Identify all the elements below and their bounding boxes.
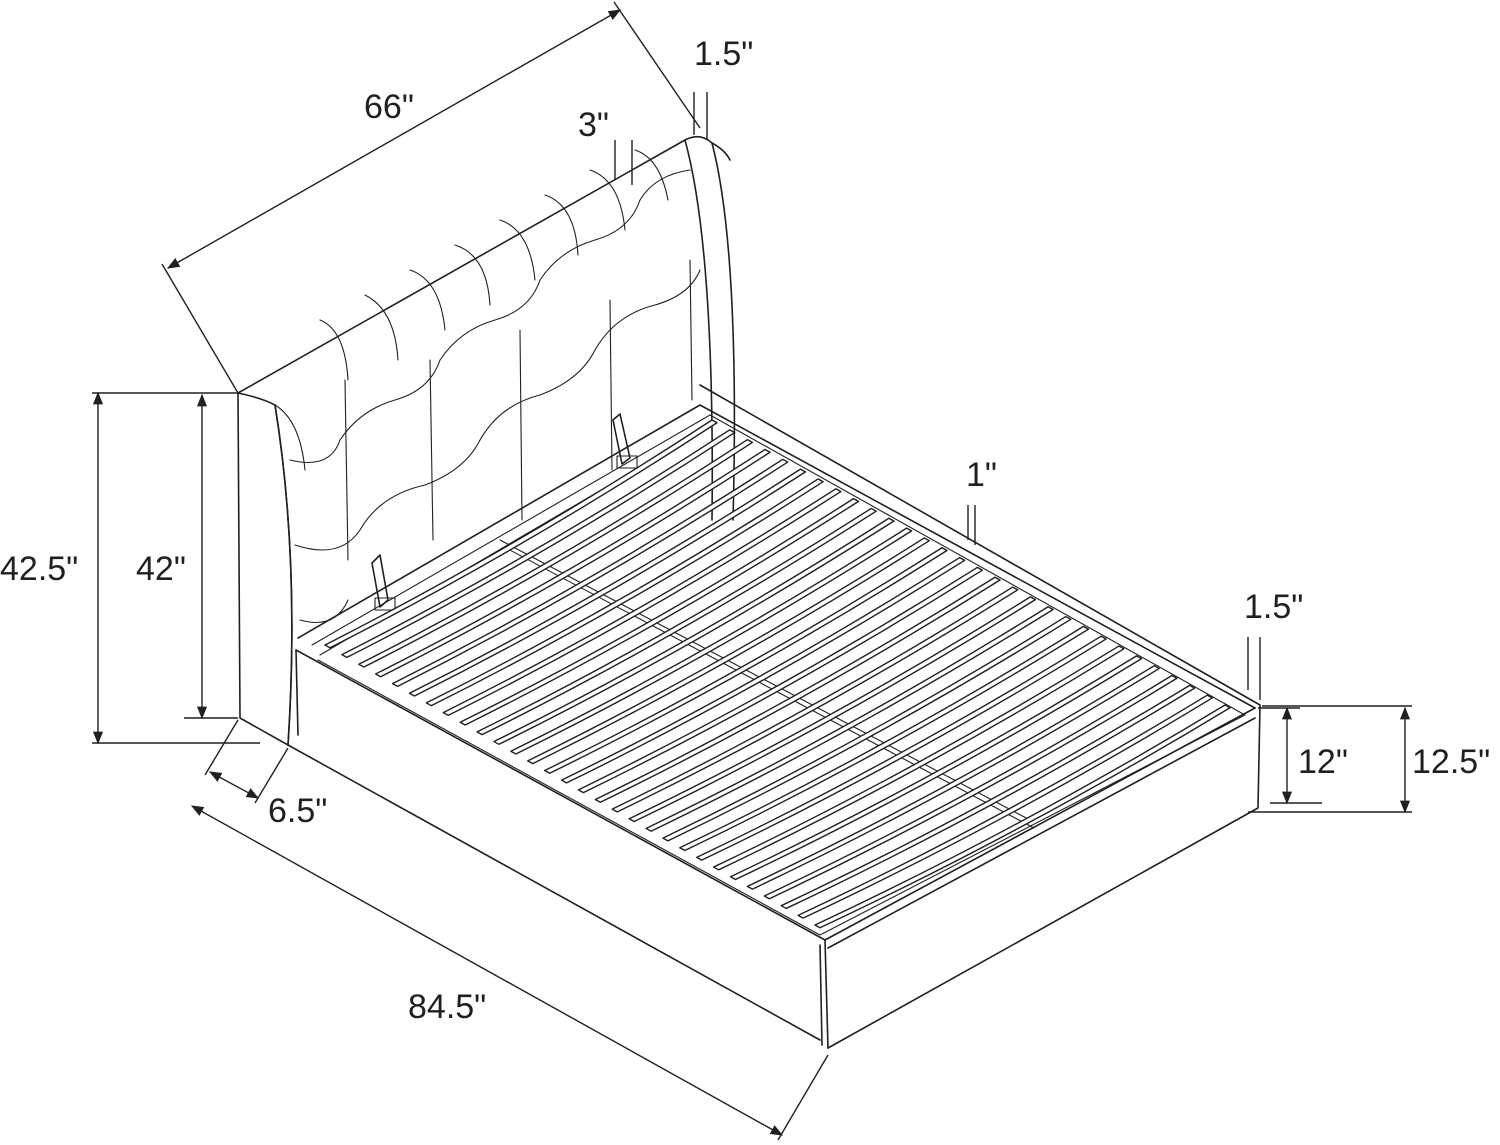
- slat: [527, 537, 930, 765]
- slat: [425, 478, 824, 707]
- slat: [780, 684, 1196, 910]
- label-overall-length: 84.5": [408, 988, 486, 1026]
- slat: [645, 606, 1054, 832]
- label-headboard-width: 66": [364, 88, 414, 126]
- slat: [729, 655, 1143, 881]
- dimension-labels: 66" 1.5" 3" 42.5" 42" 6.5" 1" 1.5" 12" 1…: [0, 35, 1490, 1026]
- label-side-rail: 1": [966, 456, 997, 494]
- slat: [408, 468, 807, 697]
- slat: [679, 625, 1090, 852]
- slat: [611, 586, 1019, 813]
- slat: [662, 615, 1072, 842]
- slat: [594, 576, 1001, 803]
- slat: [628, 596, 1037, 823]
- slat: [763, 674, 1178, 900]
- slat: [712, 645, 1125, 871]
- slat: [442, 488, 842, 717]
- slat: [459, 497, 860, 726]
- label-headboard-height: 42": [136, 550, 186, 588]
- slat: [493, 517, 895, 746]
- label-frame-height-inner: 12": [1298, 743, 1348, 781]
- label-frame-height-outer: 12.5": [1412, 743, 1490, 781]
- slat: [374, 448, 771, 678]
- slat: [577, 566, 984, 794]
- slat: [391, 458, 789, 688]
- label-headboard-wing: 3": [578, 106, 609, 144]
- slat: [560, 556, 966, 784]
- slat: [543, 547, 948, 774]
- slats: [324, 419, 1231, 929]
- slat: [476, 507, 877, 736]
- slat: [358, 438, 754, 668]
- label-headboard-depth: 6.5": [268, 792, 327, 830]
- slat: [696, 635, 1107, 861]
- slat: [324, 419, 718, 649]
- slat: [746, 664, 1160, 890]
- label-footboard-thickness: 1.5": [1244, 588, 1303, 626]
- dimension-lines: [92, 1, 1412, 1141]
- slat: [341, 429, 736, 659]
- label-overall-height: 42.5": [0, 550, 78, 588]
- slat: [814, 704, 1231, 929]
- slat: [797, 694, 1214, 919]
- label-headboard-thickness: 1.5": [694, 35, 753, 73]
- slat: [510, 527, 913, 755]
